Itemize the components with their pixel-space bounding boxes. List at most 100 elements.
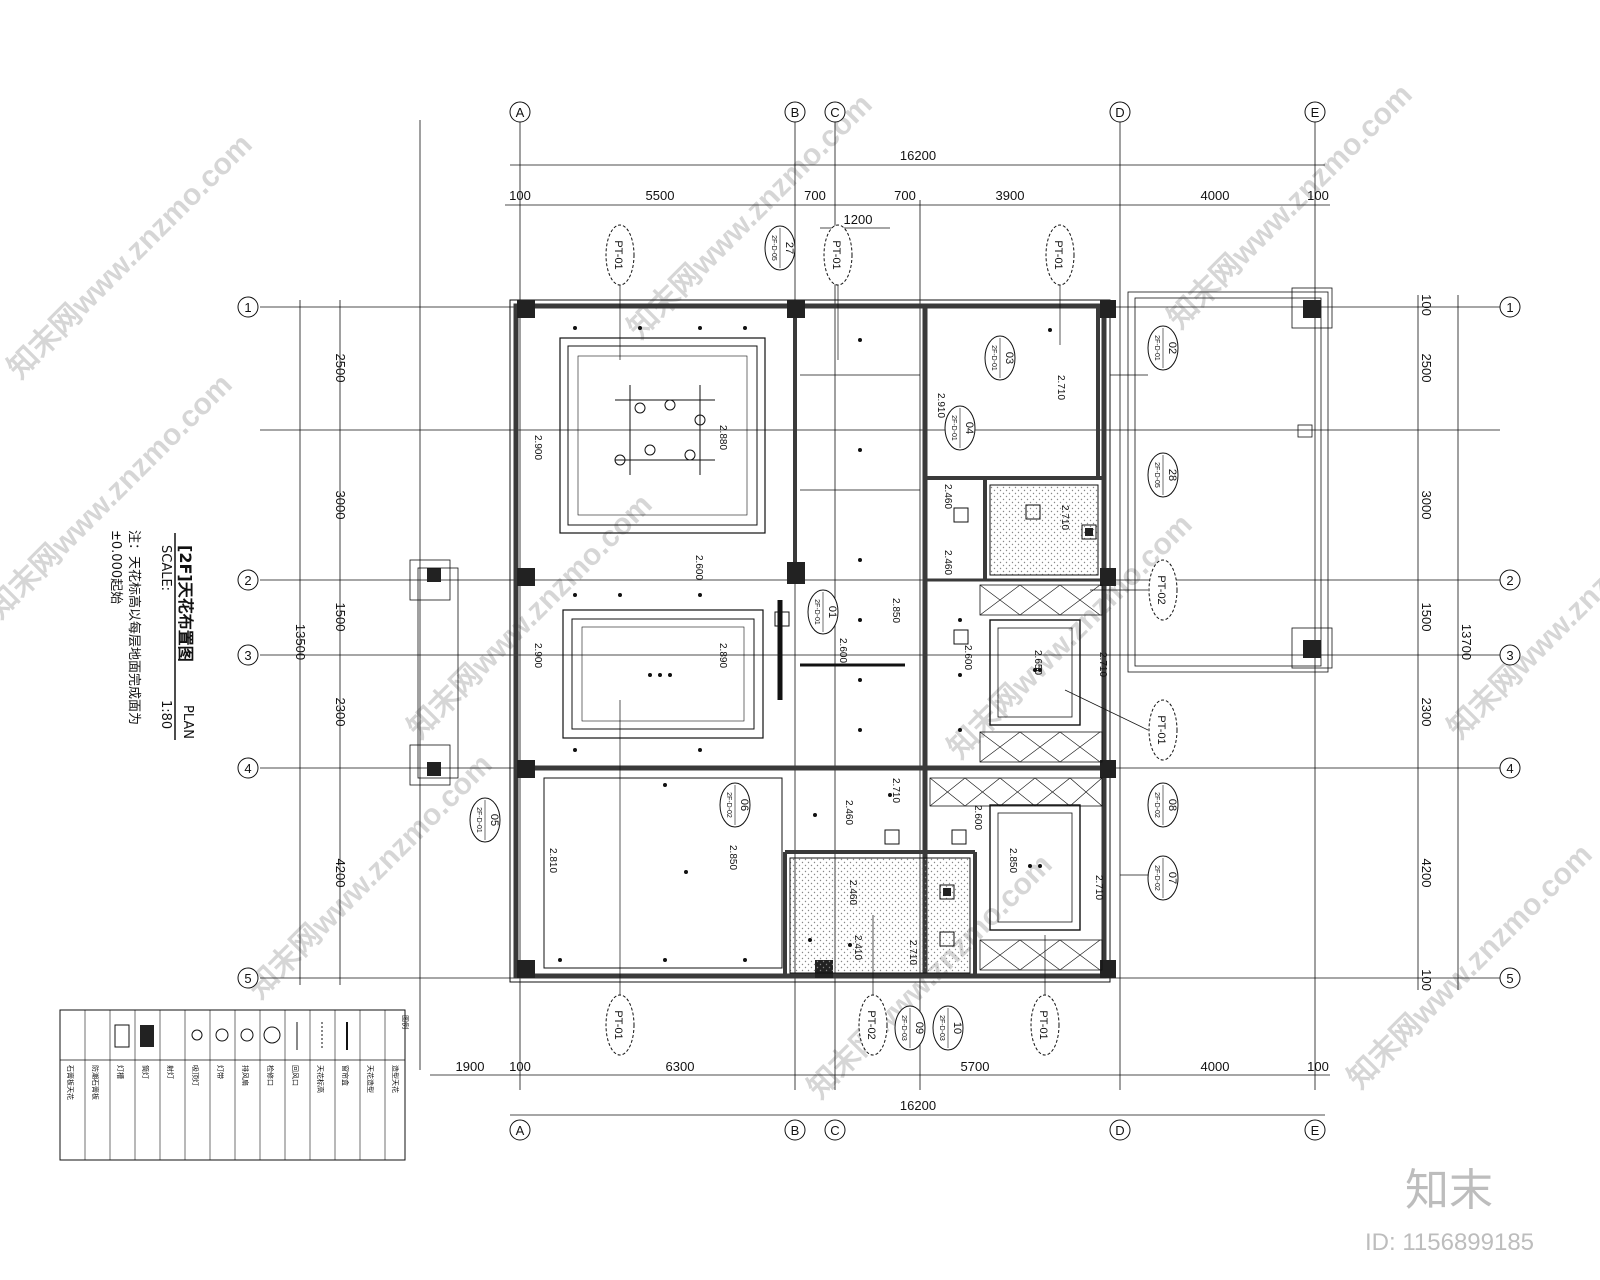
legend-item: 窗帘盒 xyxy=(341,1065,350,1086)
level-label: 2.890 xyxy=(717,643,728,668)
grid-bubble-1-left: 1 xyxy=(237,296,259,318)
dim-top-seg: 700 xyxy=(804,188,826,203)
left-dimension-lines xyxy=(299,300,341,985)
legend-item: 造型天花 xyxy=(391,1065,400,1093)
legend-header: 图例 xyxy=(401,1015,410,1029)
paint-tag: PT-02 xyxy=(1148,559,1178,621)
svg-text:2F-D-02: 2F-D-02 xyxy=(1153,792,1160,818)
chandelier-lights xyxy=(614,385,715,475)
paint-tag: PT-01 xyxy=(1030,994,1060,1056)
paint-tag: PT-01 xyxy=(605,994,635,1056)
legend-item: 排风扇 xyxy=(241,1065,250,1086)
svg-text:05: 05 xyxy=(488,814,500,826)
grid-bubble-5-left: 5 xyxy=(237,967,259,989)
dim-bottom-seg: 5700 xyxy=(961,1059,990,1074)
svg-text:28: 28 xyxy=(1166,469,1178,481)
svg-text:2F-D-05: 2F-D-05 xyxy=(1153,462,1160,488)
grid-bubble-2-left: 2 xyxy=(237,569,259,591)
svg-text:08: 08 xyxy=(1166,799,1178,811)
legend-table: 图例 石膏板天花 防潮石膏板 灯槽 筒灯 射灯 吸顶灯 灯带 排风扇 检修口 回… xyxy=(59,1009,410,1161)
grid-bubble-2-right: 2 xyxy=(1499,569,1521,591)
svg-text:C: C xyxy=(830,1123,839,1138)
svg-text:2F-D-03: 2F-D-03 xyxy=(900,1015,907,1041)
svg-text:B: B xyxy=(791,105,800,120)
right-dimension-lines xyxy=(1417,295,1459,990)
dim-bottom-seg: 6300 xyxy=(666,1059,695,1074)
svg-text:PT-01: PT-01 xyxy=(830,240,842,269)
svg-text:2F-D-05: 2F-D-05 xyxy=(770,235,777,261)
vents xyxy=(774,504,1097,947)
level-label: 2.460 xyxy=(843,800,854,825)
legend-item: 回风口 xyxy=(291,1065,299,1086)
svg-text:01: 01 xyxy=(826,606,838,618)
svg-text:E: E xyxy=(1311,105,1320,120)
svg-text:27: 27 xyxy=(783,242,795,254)
watermark: 知末网www.znzmo.com xyxy=(1162,78,1419,335)
svg-text:03: 03 xyxy=(1003,352,1015,364)
grid-bubble-E-top: E xyxy=(1304,101,1326,123)
svg-text:2F-D-01: 2F-D-01 xyxy=(990,345,997,371)
detail-tag: 04 2F-D-01 xyxy=(944,405,976,451)
legend-item: 灯带 xyxy=(216,1065,225,1079)
level-label: 2.900 xyxy=(532,643,543,668)
grid-bubble-4-left: 4 xyxy=(237,757,259,779)
dim-top-seg: 700 xyxy=(894,188,916,203)
legend-item: 灯槽 xyxy=(116,1065,125,1079)
level-label: 2.460 xyxy=(942,484,953,509)
legend-item: 射灯 xyxy=(166,1065,175,1079)
balconies xyxy=(409,287,1333,786)
grid-bubble-1-right: 1 xyxy=(1499,296,1521,318)
paint-tag: PT-01 xyxy=(605,224,635,286)
downlights xyxy=(558,326,1052,962)
svg-text:07: 07 xyxy=(1166,872,1178,884)
top-dimension-lines xyxy=(505,164,1330,229)
dim-left-seg: 2500 xyxy=(333,354,348,383)
level-label: 2.460 xyxy=(942,550,953,575)
svg-text:PT-01: PT-01 xyxy=(612,240,624,269)
legend-item: 防潮石膏板 xyxy=(91,1065,100,1100)
grid-bubble-4-right: 4 xyxy=(1499,757,1521,779)
grid-bubble-3-left: 3 xyxy=(237,644,259,666)
svg-text:1: 1 xyxy=(244,300,251,315)
level-label: 2.710 xyxy=(1059,505,1070,530)
dim-bottom-seg: 4000 xyxy=(1201,1059,1230,1074)
dim-top-overall: 16200 xyxy=(900,148,936,163)
watermark: 知末网www.znzmo.com xyxy=(2,128,259,385)
wardrobe-crosses xyxy=(929,584,1103,971)
level-label: 2.410 xyxy=(852,935,863,960)
level-label: 2.810 xyxy=(547,848,558,873)
level-label: 2.710 xyxy=(1093,875,1104,900)
left-dimensions: 13500 2500 3000 1500 2300 4200 xyxy=(293,354,348,888)
svg-text:2: 2 xyxy=(1506,573,1513,588)
svg-text:09: 09 xyxy=(913,1022,925,1034)
dim-bottom-seg: 100 xyxy=(1307,1059,1329,1074)
dim-top-seg: 100 xyxy=(509,188,531,203)
svg-text:4: 4 xyxy=(1506,761,1513,776)
legend-item: 石膏板天花 xyxy=(66,1065,75,1100)
note-line-2: ±0.000起始 xyxy=(108,530,123,604)
svg-text:04: 04 xyxy=(963,422,975,434)
note-line-1: 注：天花标高以每层地面完成面为 xyxy=(126,530,142,725)
legend-item: 检修口 xyxy=(266,1065,275,1086)
grid-bubble-A-bottom: A xyxy=(509,1119,531,1141)
dim-left-overall: 13500 xyxy=(293,624,308,660)
svg-text:1: 1 xyxy=(1506,300,1513,315)
svg-text:2F-D-01: 2F-D-01 xyxy=(950,415,957,441)
svg-text:3: 3 xyxy=(244,648,251,663)
paint-tag: PT-01 xyxy=(1045,224,1075,286)
dim-left-seg: 1500 xyxy=(333,603,348,632)
svg-text:06: 06 xyxy=(738,799,750,811)
legend-item: 天花造型 xyxy=(366,1065,375,1093)
svg-text:A: A xyxy=(516,1123,525,1138)
dim-right-seg: 100 xyxy=(1419,969,1434,991)
level-label: 2.600 xyxy=(837,638,848,663)
walls xyxy=(509,299,1111,983)
svg-text:PT-01: PT-01 xyxy=(1155,715,1167,744)
scale-label: SCALE: xyxy=(158,545,173,591)
svg-text:B: B xyxy=(791,1123,800,1138)
